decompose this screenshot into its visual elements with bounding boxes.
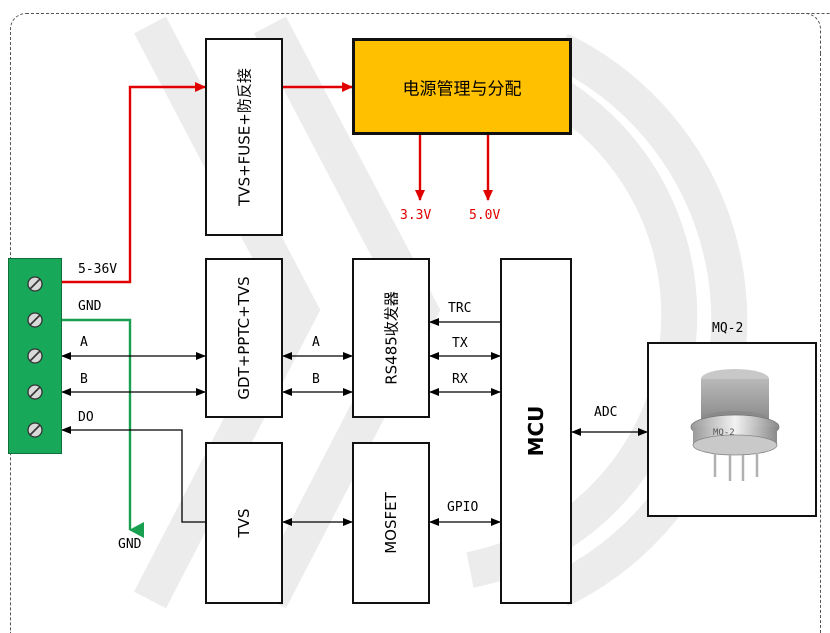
rs485-transceiver-block: RS485收发器 <box>352 258 430 418</box>
enclosure-outline-right <box>820 53 821 633</box>
label-gnd-top: GND <box>78 299 102 314</box>
sensor-marking: MQ-2 <box>713 428 735 438</box>
protection-block: TVS+FUSE+防反接 <box>205 38 283 236</box>
power-wire-input <box>62 82 206 284</box>
label-trc: TRC <box>448 301 472 316</box>
power-management-label: 电源管理与分配 <box>402 79 522 99</box>
label-tx: TX <box>452 336 468 351</box>
mq2-sensor-photo-icon: MQ-2 <box>675 365 795 485</box>
diagram-canvas: TVS+FUSE+防反接 电源管理与分配 GDT+PPTC+TVS RS485收… <box>7 13 830 633</box>
label-a-mid: A <box>312 335 320 350</box>
mcu-label: MCU <box>524 405 548 457</box>
label-gpio: GPIO <box>447 500 479 515</box>
mosfet-label: MOSFET <box>382 492 400 554</box>
mcu-block: MCU <box>500 258 572 604</box>
wire-do <box>61 426 205 523</box>
label-v-in: 5-36V <box>78 262 118 277</box>
protection-label: TVS+FUSE+防反接 <box>235 68 254 206</box>
label-a-left: A <box>80 335 88 350</box>
gdt-pptc-tvs-block: GDT+PPTC+TVS <box>205 258 283 418</box>
label-rail-5v0: 5.0V <box>469 208 501 223</box>
label-rx: RX <box>452 372 468 387</box>
label-gnd-bottom: GND <box>118 537 142 552</box>
rs485-transceiver-label: RS485收发器 <box>382 291 401 385</box>
label-b-left: B <box>80 372 88 387</box>
screw-terminal-icon <box>7 257 63 455</box>
sensor-title: MQ-2 <box>712 321 744 336</box>
label-adc: ADC <box>594 405 618 420</box>
tvs-label: TVS <box>235 508 253 538</box>
power-management-block: 电源管理与分配 <box>352 38 572 135</box>
gdt-pptc-tvs-label: GDT+PPTC+TVS <box>235 276 253 400</box>
label-do: DO <box>78 410 94 425</box>
tvs-block: TVS <box>205 442 283 604</box>
mosfet-block: MOSFET <box>352 442 430 604</box>
gnd-wire <box>62 318 144 538</box>
enclosure-outline-corner <box>791 13 821 53</box>
label-b-mid: B <box>312 372 320 387</box>
label-rail-3v3: 3.3V <box>400 208 432 223</box>
